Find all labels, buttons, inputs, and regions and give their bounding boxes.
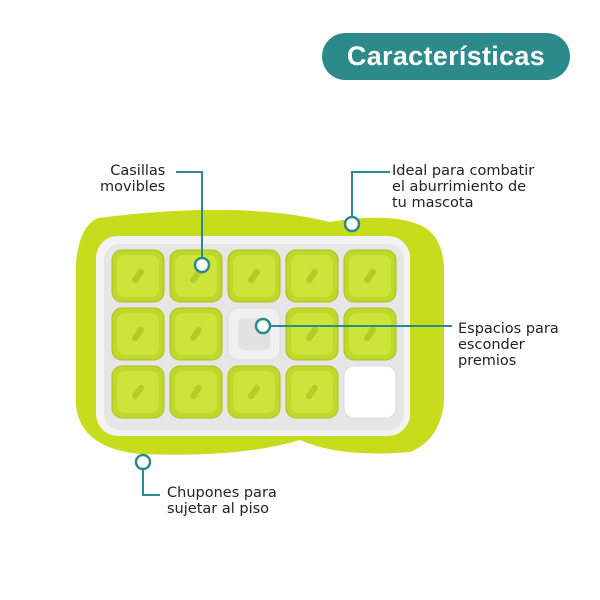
empty-compartment (343, 365, 397, 419)
bone-icon (248, 384, 260, 400)
bone-icon (132, 384, 144, 400)
callout-line-chupones (142, 462, 160, 496)
bone-icon (364, 268, 376, 284)
title-badge: Características (322, 33, 570, 80)
bone-icon (190, 384, 202, 400)
bone-icon (306, 268, 318, 284)
callout-line-casillas (176, 171, 203, 262)
bone-icon (132, 326, 144, 342)
callout-dot-casillas (193, 256, 211, 274)
bone-icon (190, 326, 202, 342)
callout-dot-espacios (254, 317, 272, 335)
bone-icon (364, 326, 376, 342)
bone-icon (132, 268, 144, 284)
callout-dot-chupones (134, 453, 152, 471)
bone-icon (248, 268, 260, 284)
bone-icon (306, 384, 318, 400)
callout-label-chupones: Chupones para sujetar al piso (167, 485, 277, 517)
bone-icon (306, 326, 318, 342)
callout-label-ideal: Ideal para combatir el aburrimiento de t… (392, 163, 535, 211)
callout-dot-ideal (343, 215, 361, 233)
callout-line-ideal (351, 171, 390, 222)
callout-label-espacios: Espacios para esconder premios (458, 321, 559, 369)
callout-label-casillas: Casillas movibles (100, 163, 166, 195)
